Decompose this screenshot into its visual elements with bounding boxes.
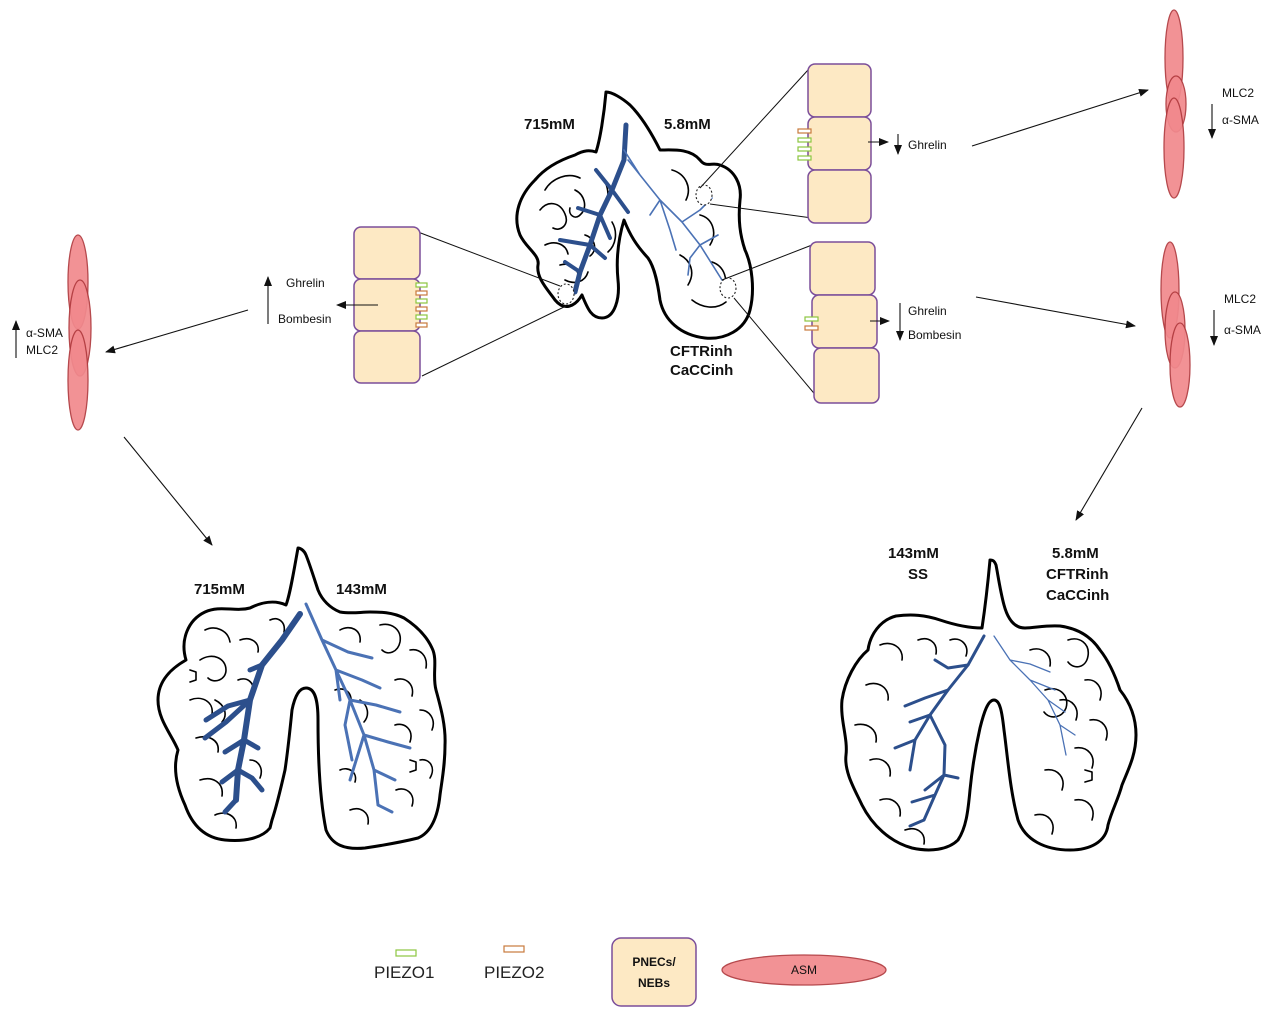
pnec-cell <box>808 170 871 223</box>
bottom-right-lung-right-concentration: 5.8mM <box>1052 545 1099 562</box>
top-lung-inhibitor-2: CaCCinh <box>670 362 733 379</box>
right-bottom-ghrelin-label: Ghrelin <box>908 304 947 318</box>
left-bombesin-label: Bombesin <box>278 312 331 326</box>
left-asm-group: α-SMA MLC2 <box>16 235 91 430</box>
piezo1-channel <box>798 147 811 151</box>
legend: PIEZO1 PIEZO2 PNECs/ NEBs ASM <box>374 938 886 1006</box>
bottom-right-lung-left-condition: SS <box>908 566 928 583</box>
right-top-ghrelin-label: Ghrelin <box>908 138 947 152</box>
right-bottom-bombesin-label: Bombesin <box>908 328 961 342</box>
right-top-asm-marker-2: α-SMA <box>1222 113 1259 127</box>
top-lung: 715mM 5.8mM CFTRinh CaCCinh <box>517 92 753 379</box>
bottom-left-lung: 715mM 143mM <box>158 548 445 848</box>
right-top-pnec-column: Ghrelin <box>798 64 947 223</box>
bottom-right-lung-inhibitor-1: CFTRinh <box>1046 566 1108 583</box>
piezo1-channel <box>798 156 811 160</box>
pnec-cell <box>808 64 871 117</box>
piezo1-channel <box>798 138 811 142</box>
right-top-asm-marker-1: MLC2 <box>1222 86 1254 100</box>
legend-piezo2-label: PIEZO2 <box>484 963 544 982</box>
piezo1-channel <box>416 283 427 287</box>
bottom-left-lung-right-concentration: 143mM <box>336 581 387 598</box>
right-bottom-asm-marker-1: MLC2 <box>1224 292 1256 306</box>
bottom-right-lung-left-concentration: 143mM <box>888 545 939 562</box>
left-pnec-column: Ghrelin Bombesin <box>268 227 427 383</box>
right-bottom-pnec-column: Ghrelin Bombesin <box>805 242 961 403</box>
legend-pnec-swatch <box>612 938 696 1006</box>
right-top-asm-group: MLC2 α-SMA <box>1164 10 1259 198</box>
right-bottom-asm-group: MLC2 α-SMA <box>1161 242 1261 407</box>
pnec-cell <box>812 295 877 348</box>
bottom-left-lung-left-concentration: 715mM <box>194 581 245 598</box>
top-lung-right-concentration: 5.8mM <box>664 116 711 133</box>
pnec-cell <box>354 227 420 279</box>
legend-asm-label: ASM <box>791 963 817 977</box>
pnec-cell <box>810 242 875 295</box>
legend-piezo1-swatch <box>396 950 416 956</box>
piezo2-channel <box>416 323 427 327</box>
left-asm-marker-2: MLC2 <box>26 343 58 357</box>
piezo1-channel <box>416 315 427 319</box>
piezo2-channel <box>416 307 427 311</box>
legend-pnec-label-line2: NEBs <box>638 976 670 990</box>
piezo1-channel <box>416 299 427 303</box>
pnec-cell <box>354 331 420 383</box>
piezo2-channel <box>416 291 427 295</box>
legend-piezo2-swatch <box>504 946 524 952</box>
piezo2-channel <box>805 326 818 330</box>
pnec-cell <box>814 348 879 403</box>
legend-piezo1-label: PIEZO1 <box>374 963 434 982</box>
left-ghrelin-label: Ghrelin <box>286 276 325 290</box>
right-bottom-asm-marker-2: α-SMA <box>1224 323 1261 337</box>
piezo2-channel <box>798 129 811 133</box>
top-lung-inhibitor-1: CFTRinh <box>670 343 732 360</box>
legend-pnec-label-line1: PNECs/ <box>632 955 676 969</box>
bottom-right-lung-inhibitor-2: CaCCinh <box>1046 587 1109 604</box>
pnec-cell <box>808 117 871 170</box>
top-lung-left-concentration: 715mM <box>524 116 575 133</box>
piezo1-channel <box>805 317 818 321</box>
left-asm-marker-1: α-SMA <box>26 326 63 340</box>
bottom-right-lung: 143mM SS 5.8mM CFTRinh CaCCinh <box>842 545 1136 850</box>
